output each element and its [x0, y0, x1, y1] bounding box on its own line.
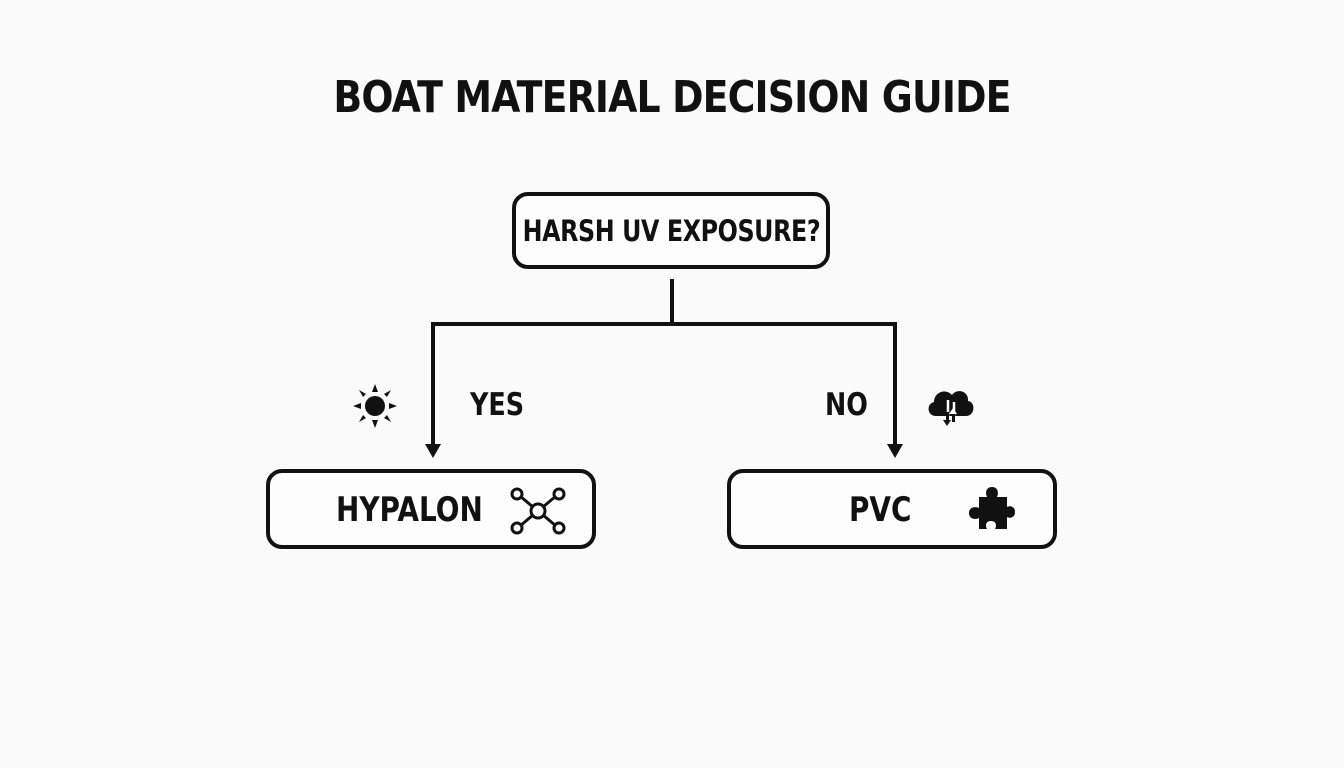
- question-text: HARSH UV EXPOSURE?: [522, 213, 820, 248]
- question-node: HARSH UV EXPOSURE?: [512, 192, 830, 269]
- pvc-result-node: PVC: [727, 469, 1057, 549]
- yes-branch-label: YES: [470, 387, 525, 423]
- puzzle-piece-icon: [965, 483, 1017, 535]
- yes-arrowhead: [425, 444, 441, 458]
- diagram-title: BOAT MATERIAL DECISION GUIDE: [333, 72, 1011, 123]
- no-arrowhead: [887, 444, 903, 458]
- sun-icon: [352, 383, 398, 429]
- pvc-result-label: PVC: [849, 490, 912, 530]
- hypalon-result-node: HYPALON: [266, 469, 596, 549]
- no-branch-label: NO: [825, 387, 868, 423]
- cloud-transfer-icon: [924, 384, 976, 428]
- hypalon-result-label: HYPALON: [336, 490, 483, 530]
- molecule-network-icon: [508, 487, 568, 535]
